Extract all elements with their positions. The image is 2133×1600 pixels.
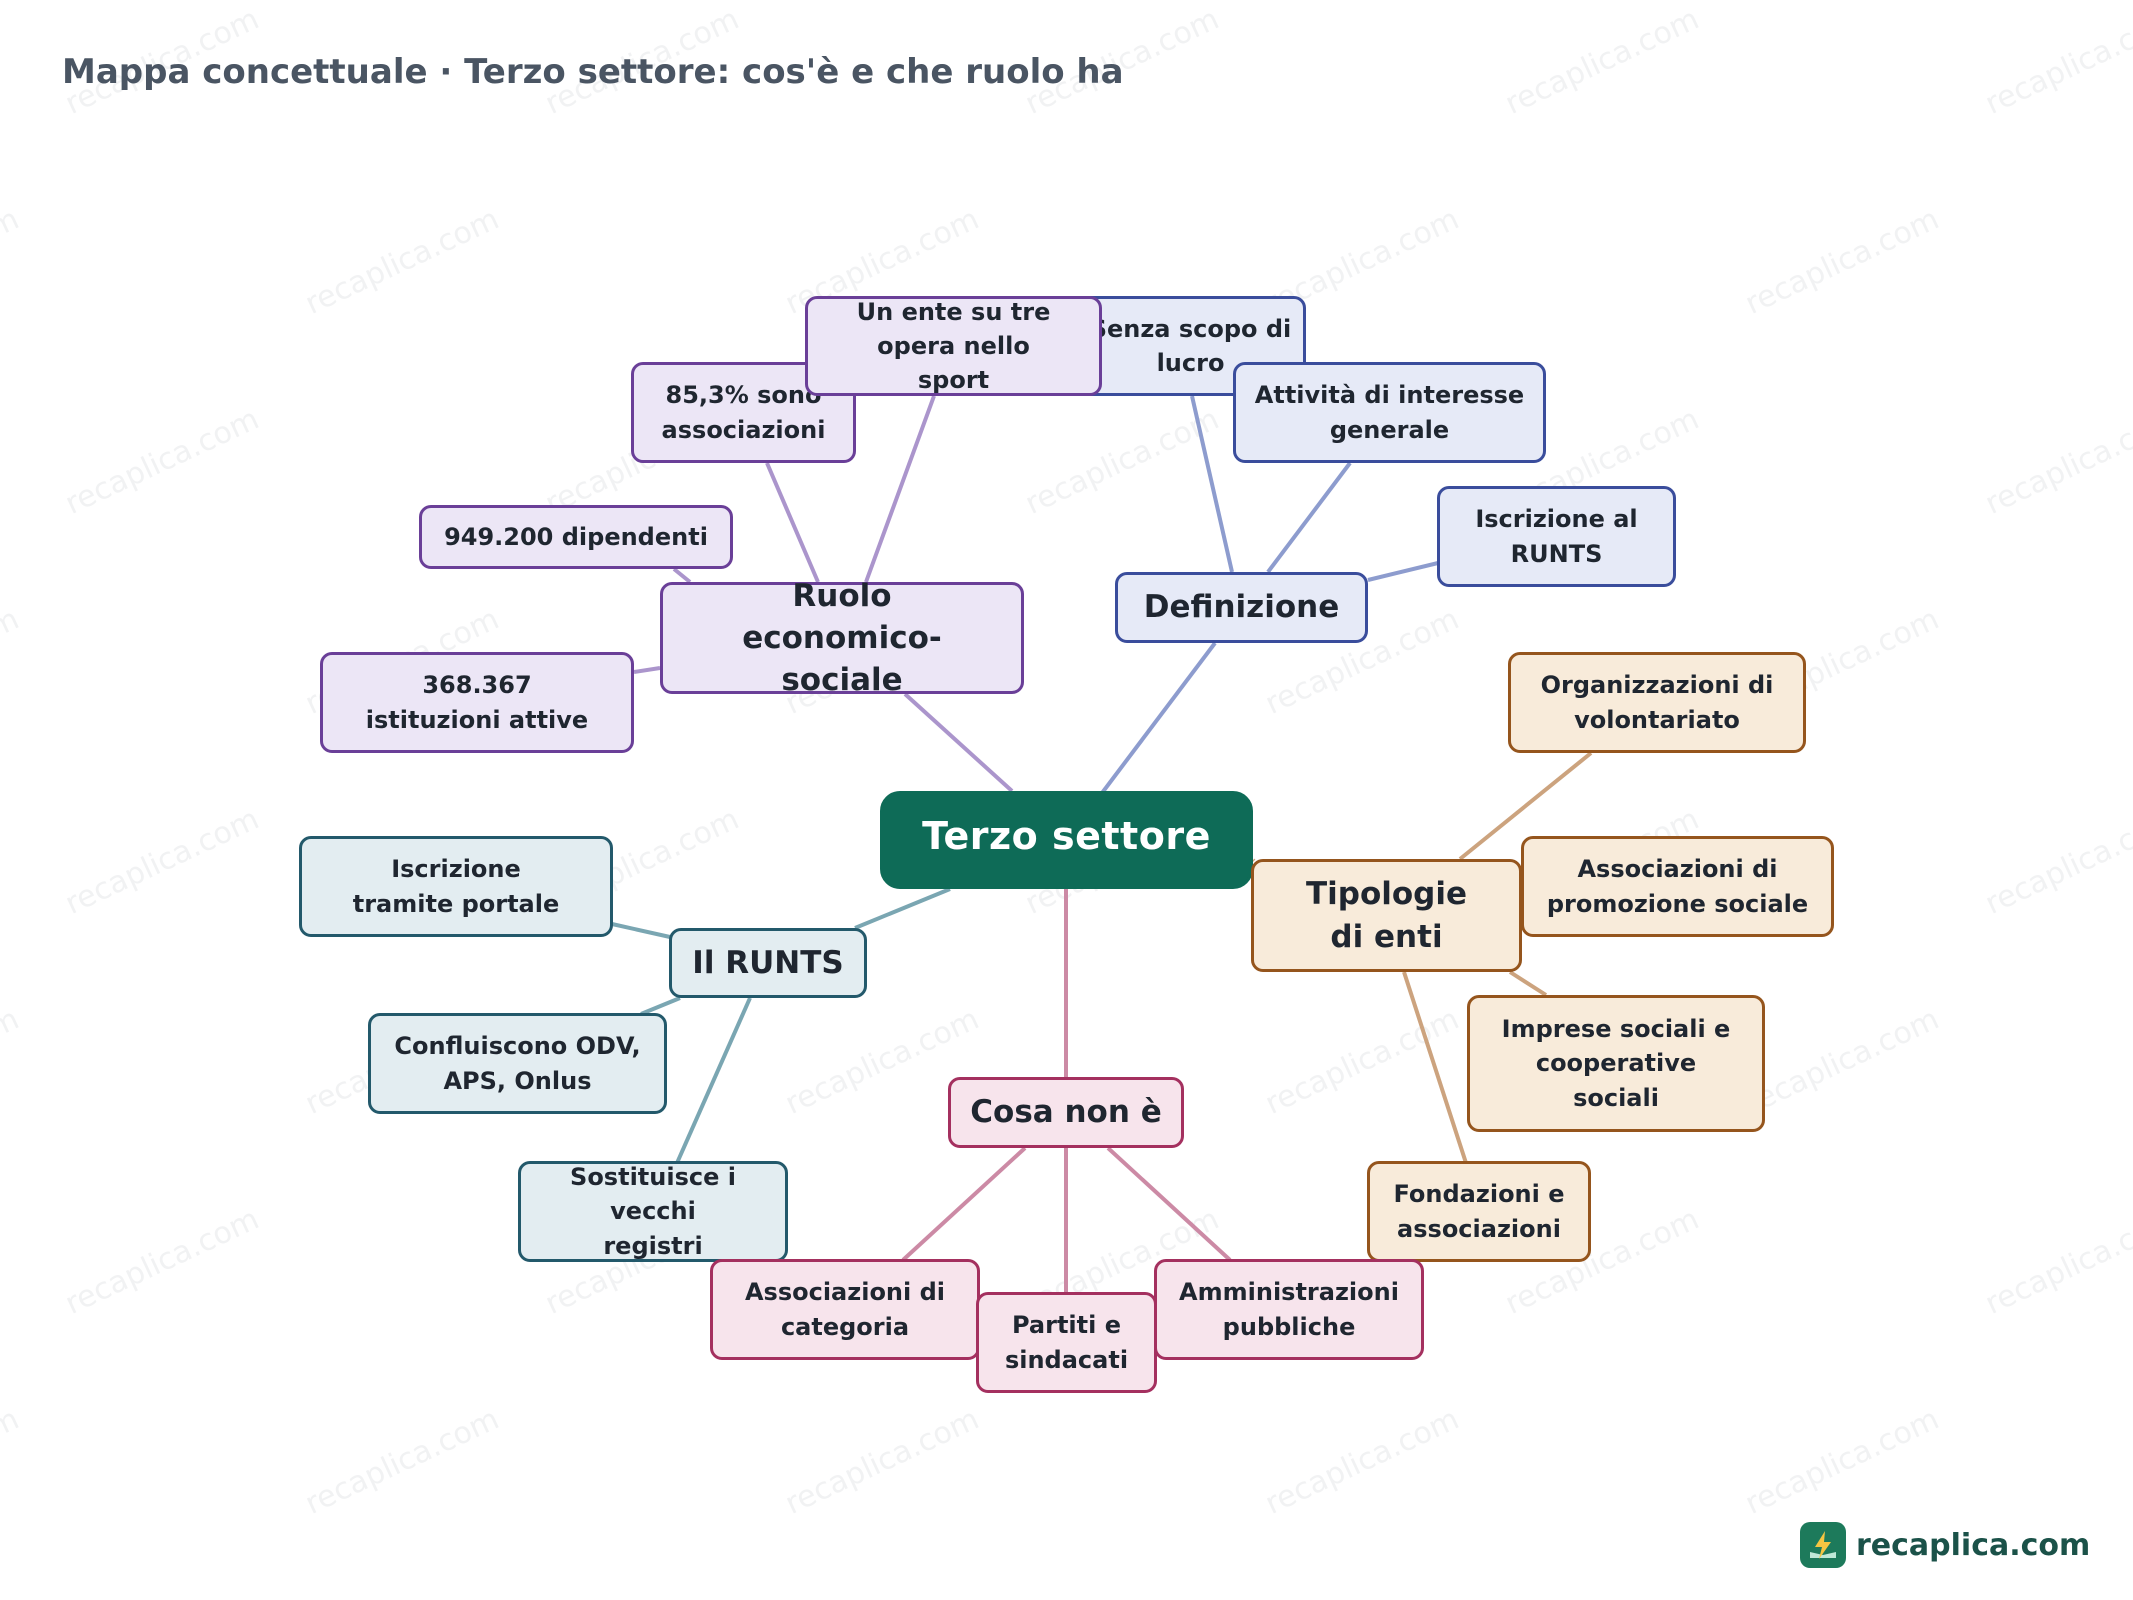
leaf-partiti-e-sindacati[interactable]: Partiti e sindacati [976, 1292, 1157, 1393]
link-center-runts [854, 887, 951, 930]
link-center-definizione [1100, 641, 1217, 795]
leaf-iscrizione-tramite-portale[interactable]: Iscrizione tramite portale [299, 836, 613, 937]
brand-name: recaplica.com [1856, 1527, 2091, 1563]
branch-definizione[interactable]: Definizione [1115, 572, 1368, 643]
leaf-confluiscono-odv-aps-onlus[interactable]: Confluiscono ODV, APS, Onlus [368, 1013, 667, 1114]
link-def-leaf3 [1367, 561, 1439, 582]
leaf-fondazioni-associazioni[interactable]: Fondazioni e associazioni [1367, 1161, 1591, 1262]
leaf-368367-istituzioni[interactable]: 368.367 istituzioni attive [320, 652, 634, 753]
brand-logo[interactable]: recaplica.com [1800, 1522, 2090, 1568]
link-tip-leaf4 [1402, 971, 1468, 1164]
link-non-leaf1 [901, 1146, 1027, 1262]
link-run-leaf3 [675, 997, 752, 1164]
link-def-leaf1 [1190, 395, 1234, 573]
link-eco-leaf4 [633, 666, 661, 674]
link-run-leaf1 [611, 922, 671, 939]
leaf-949200-dipendenti[interactable]: 949.200 dipendenti [419, 505, 733, 569]
leaf-attivita-interesse-generale[interactable]: Attività di interesse generale [1233, 362, 1546, 463]
lightning-book-icon [1800, 1522, 1846, 1568]
branch-tipologie-di-enti[interactable]: Tipologie di enti [1251, 859, 1522, 972]
leaf-associazioni-di-categoria[interactable]: Associazioni di categoria [710, 1259, 980, 1360]
link-run-leaf2 [640, 996, 681, 1016]
link-center-ruolo [903, 692, 1014, 793]
link-center-tipologie [1251, 858, 1256, 863]
link-tip-leaf1 [1458, 751, 1593, 861]
link-tip-leaf3 [1508, 970, 1548, 997]
link-def-leaf2 [1266, 461, 1352, 574]
center-node-terzo-settore[interactable]: Terzo settore [880, 791, 1253, 889]
branch-ruolo-economico-sociale[interactable]: Ruolo economico-sociale [660, 578, 1024, 698]
leaf-amministrazioni-pubbliche[interactable]: Amministrazioni pubbliche [1154, 1259, 1424, 1360]
leaf-organizzazioni-volontariato[interactable]: Organizzazioni di volontariato [1508, 652, 1806, 753]
branch-cosa-non-e[interactable]: Cosa non è [948, 1077, 1184, 1148]
leaf-associazioni-promozione-sociale[interactable]: Associazioni di promozione sociale [1521, 836, 1834, 937]
leaf-sostituisce-vecchi-registri[interactable]: Sostituisce i vecchi registri [518, 1161, 788, 1262]
leaf-iscrizione-al-runts[interactable]: Iscrizione al RUNTS [1437, 486, 1676, 587]
leaf-imprese-sociali-cooperative[interactable]: Imprese sociali e cooperative sociali [1467, 995, 1765, 1132]
page-title: Mappa concettuale · Terzo settore: cos'è… [62, 52, 1124, 92]
link-non-leaf3 [1106, 1146, 1232, 1262]
link-eco-leaf1 [765, 462, 820, 583]
branch-il-runts[interactable]: Il RUNTS [669, 928, 867, 998]
leaf-un-ente-su-tre-sport[interactable]: Un ente su tre opera nello sport [805, 296, 1102, 396]
link-eco-leaf3 [672, 567, 692, 584]
link-eco-leaf2 [864, 395, 936, 583]
